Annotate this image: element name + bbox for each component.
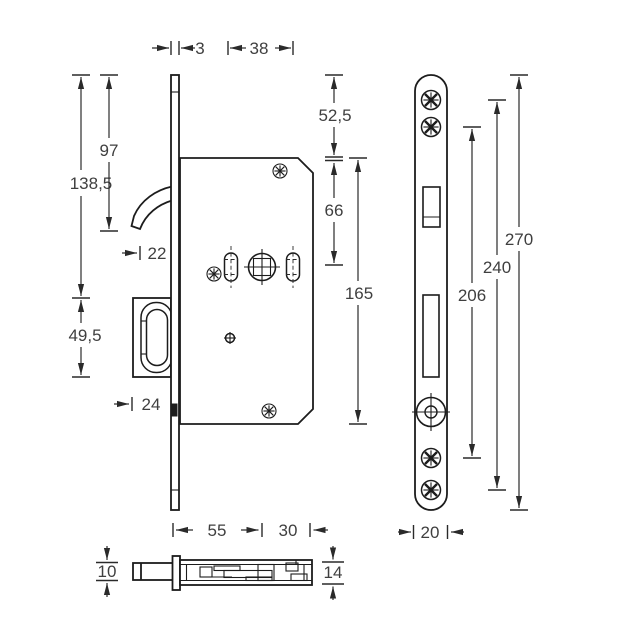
dim-label: 97 — [100, 141, 119, 160]
strike-plate-view — [412, 74, 450, 511]
latch-cutout — [422, 186, 441, 228]
dim-screw-span-inner: 206 — [458, 126, 486, 459]
dim-top-to-case: 52,5 — [318, 74, 352, 158]
dim-label: 10 — [98, 562, 117, 581]
lock-case — [179, 157, 314, 425]
dim-box-top-height: 138,5 — [70, 74, 113, 299]
dim-backset: 38 — [227, 39, 294, 58]
case-screw-icon — [206, 266, 222, 282]
dim-label: 49,5 — [68, 326, 101, 345]
fixing-slot — [223, 246, 239, 288]
plate-screw-icon — [420, 89, 442, 111]
dim-label: 240 — [483, 258, 511, 277]
spindle-hub — [244, 249, 280, 285]
dim-pin-throw: 24 — [114, 395, 160, 414]
dim-case-depth: 55 30 — [172, 521, 328, 540]
dim-pin-diameter: 10 — [96, 546, 118, 597]
faceplate — [170, 74, 180, 511]
faceplate-edge — [171, 555, 181, 591]
case-screw-icon — [272, 163, 288, 179]
dim-label: 52,5 — [318, 106, 351, 125]
dim-label: 66 — [325, 201, 344, 220]
dim-label: 14 — [324, 563, 343, 582]
dim-label: 3 — [195, 39, 204, 58]
dim-case-thickness: 14 — [322, 546, 344, 600]
case-screw-icon — [261, 403, 277, 419]
dim-label: 138,5 — [70, 174, 113, 193]
dimensions: 3 38 138,5 97 49,5 — [68, 39, 533, 600]
fixing-slot — [285, 246, 301, 288]
plate-screw-icon — [420, 447, 442, 469]
strike-plate — [414, 74, 448, 511]
plate-screw-icon — [420, 479, 442, 501]
dim-plate-thickness: 3 — [152, 39, 205, 58]
dim-box-height: 49,5 — [68, 300, 102, 378]
aux-pin — [170, 403, 178, 417]
dim-label: 206 — [458, 286, 486, 305]
dim-label: 22 — [148, 244, 167, 263]
dim-label: 270 — [505, 230, 533, 249]
dim-label: 55 — [208, 521, 227, 540]
dim-label: 38 — [250, 39, 269, 58]
dim-plate-width: 20 — [398, 523, 464, 542]
guide-pin — [132, 562, 176, 581]
dim-case-height: 165 — [345, 157, 373, 425]
plate-screw-icon — [420, 116, 442, 138]
dim-label: 24 — [142, 395, 161, 414]
front-view — [130, 74, 314, 511]
dim-hook-height: 97 — [100, 74, 119, 232]
small-hole — [224, 332, 236, 344]
hook-bolt — [130, 185, 173, 231]
cylinder-hole — [412, 393, 450, 431]
side-view — [132, 555, 313, 591]
case-edge — [179, 559, 313, 586]
dim-label: 20 — [421, 523, 440, 542]
dim-hook-throw: 22 — [122, 244, 166, 263]
hook-cutout — [422, 294, 440, 378]
dim-screw-span-outer: 240 — [483, 99, 511, 491]
counter-box — [132, 297, 173, 378]
dim-case-top-to-hub: 66 — [325, 159, 344, 266]
dim-label: 30 — [279, 521, 298, 540]
dim-label: 165 — [345, 284, 373, 303]
dim-plate-height: 270 — [505, 74, 533, 511]
